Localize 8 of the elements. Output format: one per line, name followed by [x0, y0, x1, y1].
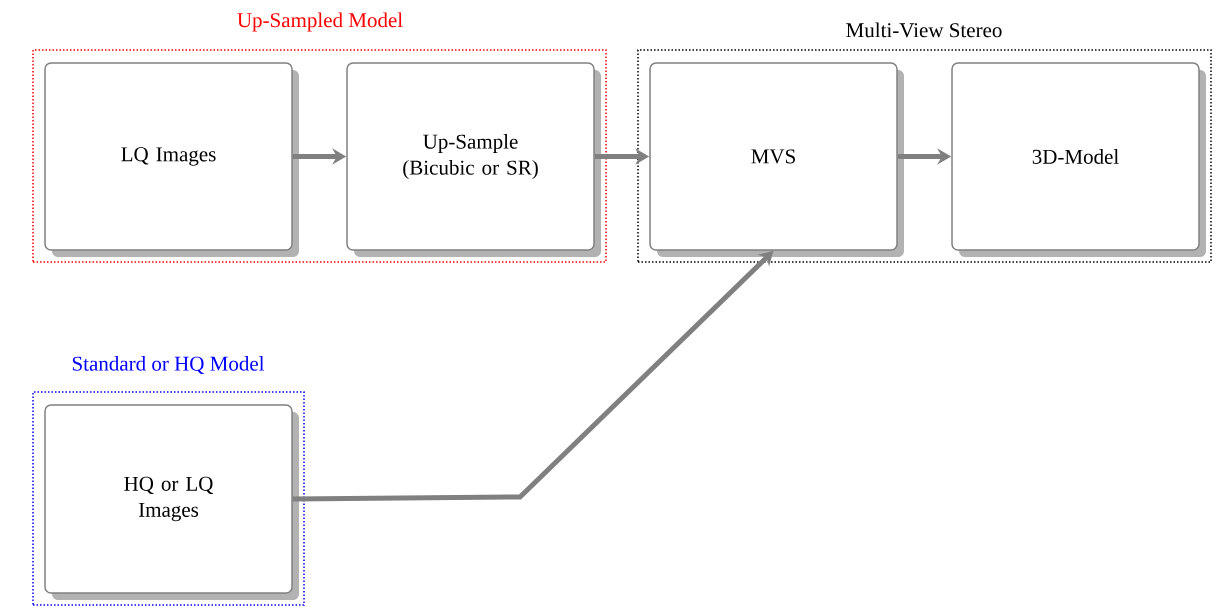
group-heading: Up-Sampled Model	[237, 12, 403, 32]
process-box: LQ Images	[44, 62, 299, 257]
process-box: 3D-Model	[951, 62, 1206, 257]
process-box: MVS	[649, 62, 904, 257]
process-box: HQ or LQ Images	[44, 404, 299, 600]
group-heading: Multi-View Stereo	[846, 22, 1002, 38]
process-box: Up-Sample (Bicubic or SR)	[346, 62, 601, 257]
group-heading: Standard or HQ Model	[72, 356, 265, 374]
